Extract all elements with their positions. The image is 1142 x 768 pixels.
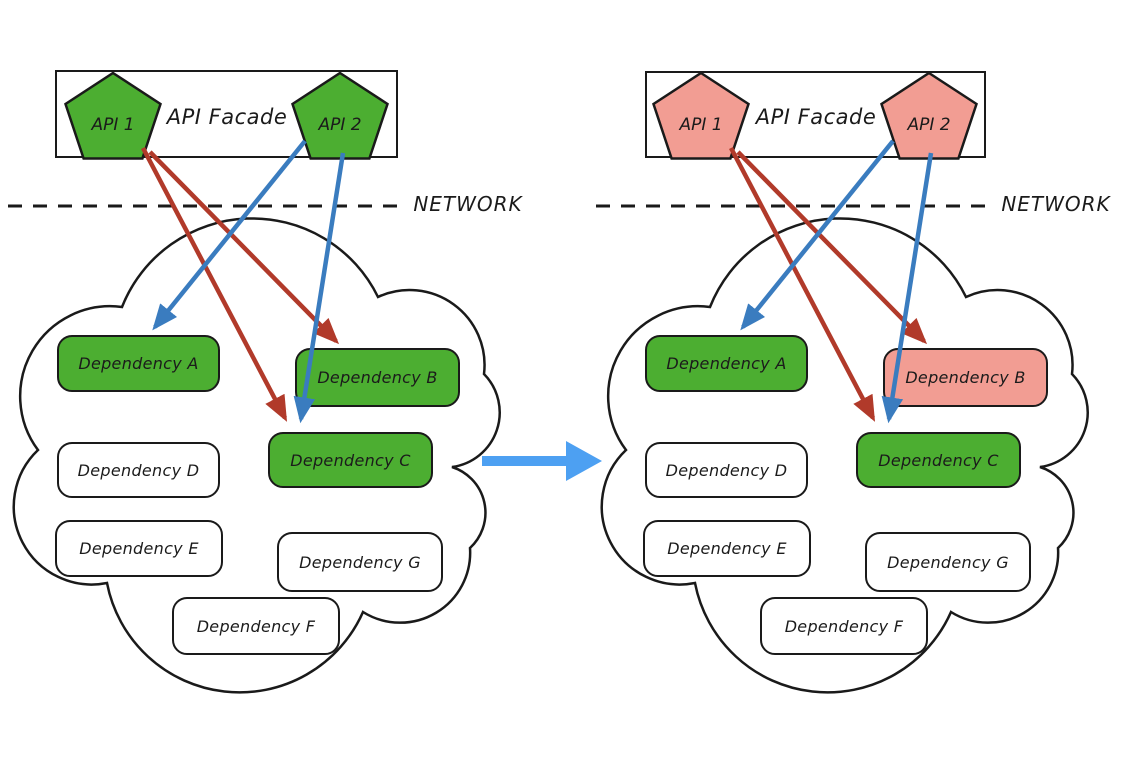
dependency-box-f: Dependency F [760, 597, 928, 655]
dependency-box-b: Dependency B [883, 348, 1048, 407]
dependency-label: Dependency G [887, 552, 1009, 572]
api-2-label: API 2 [907, 115, 951, 135]
dependency-label: Dependency F [196, 616, 316, 636]
dependency-box-e: Dependency E [643, 520, 811, 577]
dependency-label: Dependency G [299, 552, 421, 572]
dependency-label: Dependency D [665, 460, 788, 480]
dependency-label: Dependency A [666, 354, 787, 373]
arrow-api1-to-dep-c [141, 146, 288, 422]
arrow-api2-to-dep-c [293, 152, 346, 424]
api-facade-box-before [55, 70, 398, 158]
dependency-box-d: Dependency D [57, 442, 220, 498]
dependency-label: Dependency E [79, 539, 199, 558]
dependency-label: Dependency D [77, 460, 200, 480]
network-label: NETWORK [1001, 192, 1111, 216]
dependency-box-e: Dependency E [55, 520, 223, 577]
arrow-api1-to-dep-c [729, 146, 876, 422]
api-1-pentagon-before [64, 71, 162, 160]
arrow-api2-to-dep-a [740, 139, 895, 331]
dependency-label: Dependency F [784, 616, 904, 636]
arrow-api1-to-dep-b [736, 150, 928, 345]
dependency-box-c: Dependency C [268, 432, 433, 488]
api-1-label: API 1 [679, 115, 723, 135]
api-facade-box-after [645, 71, 986, 158]
dependency-label: Dependency E [667, 539, 787, 558]
dependency-box-d: Dependency D [645, 442, 808, 498]
api-facade-title: API Facade [166, 105, 288, 129]
dependency-label: Dependency B [317, 368, 438, 387]
transition-arrow [482, 441, 602, 481]
api-1-label: API 1 [91, 115, 135, 135]
dependency-label: Dependency C [290, 450, 411, 470]
arrow-api2-to-dep-c [881, 152, 934, 424]
api-2-label: API 2 [318, 115, 362, 135]
arrow-api1-to-dep-b [148, 150, 340, 345]
dependency-box-g: Dependency G [277, 532, 443, 592]
dependency-box-g: Dependency G [865, 532, 1031, 592]
dependency-box-c: Dependency C [856, 432, 1021, 488]
dependency-box-a: Dependency A [645, 335, 808, 392]
dependency-box-b: Dependency B [295, 348, 460, 407]
network-label: NETWORK [413, 192, 523, 216]
dependency-label: Dependency C [878, 450, 999, 470]
dependency-box-f: Dependency F [172, 597, 340, 655]
api-facade-title: API Facade [755, 105, 877, 129]
dependency-label: Dependency A [78, 354, 199, 373]
arrow-api2-to-dep-a [152, 139, 307, 331]
api-1-pentagon-after [652, 71, 750, 160]
dependency-box-a: Dependency A [57, 335, 220, 392]
dependency-label: Dependency B [905, 368, 1026, 387]
